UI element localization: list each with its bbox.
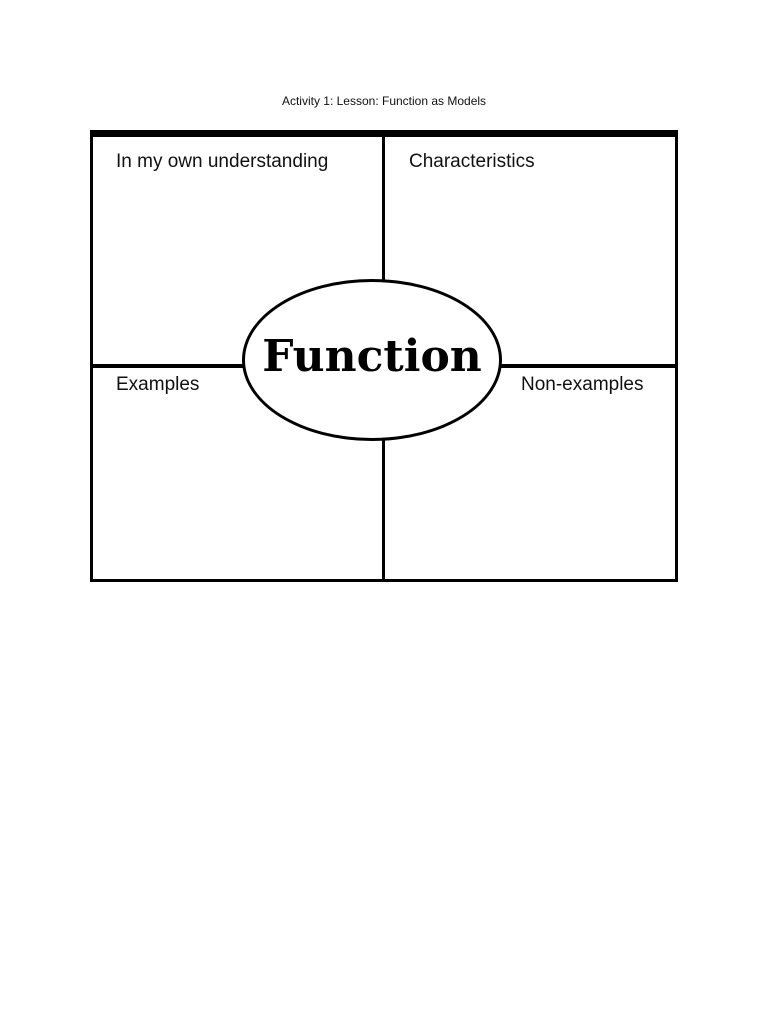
center-oval	[242, 279, 502, 441]
quadrant-label-non-examples: Non-examples	[521, 374, 644, 395]
quadrant-label-characteristics: Characteristics	[409, 151, 535, 172]
quadrant-label-examples: Examples	[116, 374, 200, 395]
document-title: Activity 1: Lesson: Function as Models	[281, 94, 487, 108]
quadrant-label-understanding: In my own understanding	[116, 151, 329, 172]
center-concept-word: Function	[262, 331, 482, 382]
